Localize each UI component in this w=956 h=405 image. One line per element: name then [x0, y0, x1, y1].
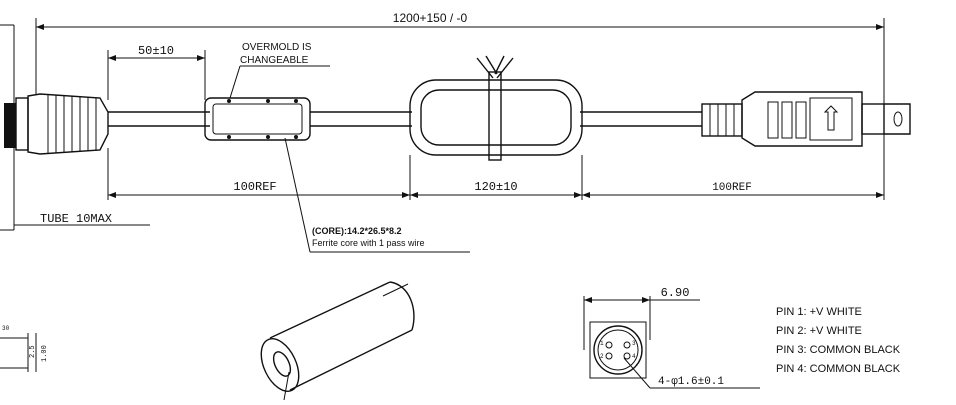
cable-loop — [409, 55, 583, 161]
partial-detail: 30 2.5 1.00 — [0, 325, 49, 372]
small-dim-a: 2.5 — [29, 345, 37, 358]
core-note-line2: Ferrite core with 1 pass wire — [312, 238, 425, 248]
right-ref-label: 100REF — [712, 182, 752, 194]
overmold-note-line2: CHANGEABLE — [240, 55, 309, 66]
cable — [108, 111, 702, 127]
pinout-line-4: PIN 4: COMMON BLACK — [776, 363, 901, 375]
strain-relief-label: 50±10 — [138, 44, 174, 58]
pin-label-4: 4 — [632, 353, 636, 360]
pinout-line-1: PIN 1: +V WHITE — [776, 306, 862, 318]
pinout-legend: PIN 1: +V WHITE PIN 2: +V WHITE PIN 3: C… — [776, 306, 901, 375]
pin-label-2: 2 — [600, 353, 604, 360]
overmold-note-line1: OVERMOLD IS — [242, 42, 312, 53]
overall-length-label: 1200+150 / -0 — [393, 11, 468, 25]
strain-relief-dimension: 50±10 — [107, 44, 206, 100]
pinout-line-2: PIN 2: +V WHITE — [776, 325, 862, 337]
pinout-line-3: PIN 3: COMMON BLACK — [776, 344, 901, 356]
bottom-dimensions: 100REF 120±10 100REF — [107, 148, 884, 200]
pin-label-3: 3 — [632, 340, 636, 347]
core-note-line1: (CORE):14.2*26.5*8.2 — [312, 226, 402, 236]
loop-length-label: 120±10 — [474, 180, 517, 194]
left-connector — [4, 93, 109, 155]
pin-label-1: 1 — [600, 340, 604, 347]
tube-max-label: TUBE 10MAX — [40, 212, 112, 226]
small-dim-b: 1.00 — [41, 345, 49, 362]
left-frame: TUBE 10MAX — [0, 24, 150, 231]
ferrite-core — [204, 97, 311, 141]
overmold-note: OVERMOLD IS CHANGEABLE — [229, 42, 330, 99]
pin-hole-label: 4-φ1.6±0.1 — [658, 376, 724, 388]
left-ref-label: 100REF — [233, 180, 276, 194]
connector-width-label: 6.90 — [661, 286, 690, 300]
small-dim-c: 30 — [2, 325, 10, 332]
din-connector — [701, 91, 911, 147]
connector-face: 6.90 1 3 2 4 4-φ1.6±0.1 — [583, 286, 760, 389]
ferrite-core-3d — [260, 281, 415, 401]
overall-dimension: 1200+150 / -0 — [35, 11, 885, 200]
